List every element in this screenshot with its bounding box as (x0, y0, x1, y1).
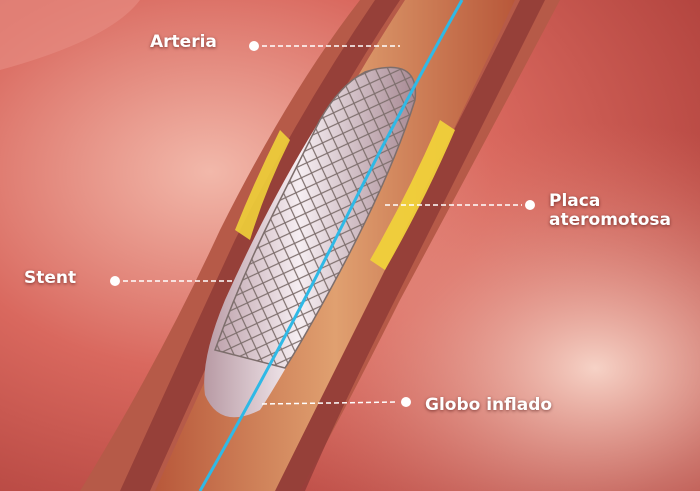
tissue-fold-top (0, 0, 140, 70)
label-stent: Stent (24, 268, 77, 288)
leader-globo (261, 397, 411, 407)
leader-arteria (249, 41, 400, 51)
plaque-left (235, 130, 290, 240)
label-placa-line1: Placa (549, 191, 601, 211)
plaque-right (370, 120, 455, 270)
label-placa: Placa ateromotosa (549, 192, 671, 230)
guidewire (198, 0, 464, 491)
label-placa-line2: ateromotosa (549, 210, 671, 230)
label-globo-inflado: Globo inflado (425, 395, 553, 415)
stent-mesh (214, 66, 417, 369)
artery-wall-texture-right (275, 0, 545, 491)
label-arteria: Arteria (150, 32, 217, 52)
leader-placa (385, 200, 535, 210)
leader-stent (110, 276, 235, 286)
